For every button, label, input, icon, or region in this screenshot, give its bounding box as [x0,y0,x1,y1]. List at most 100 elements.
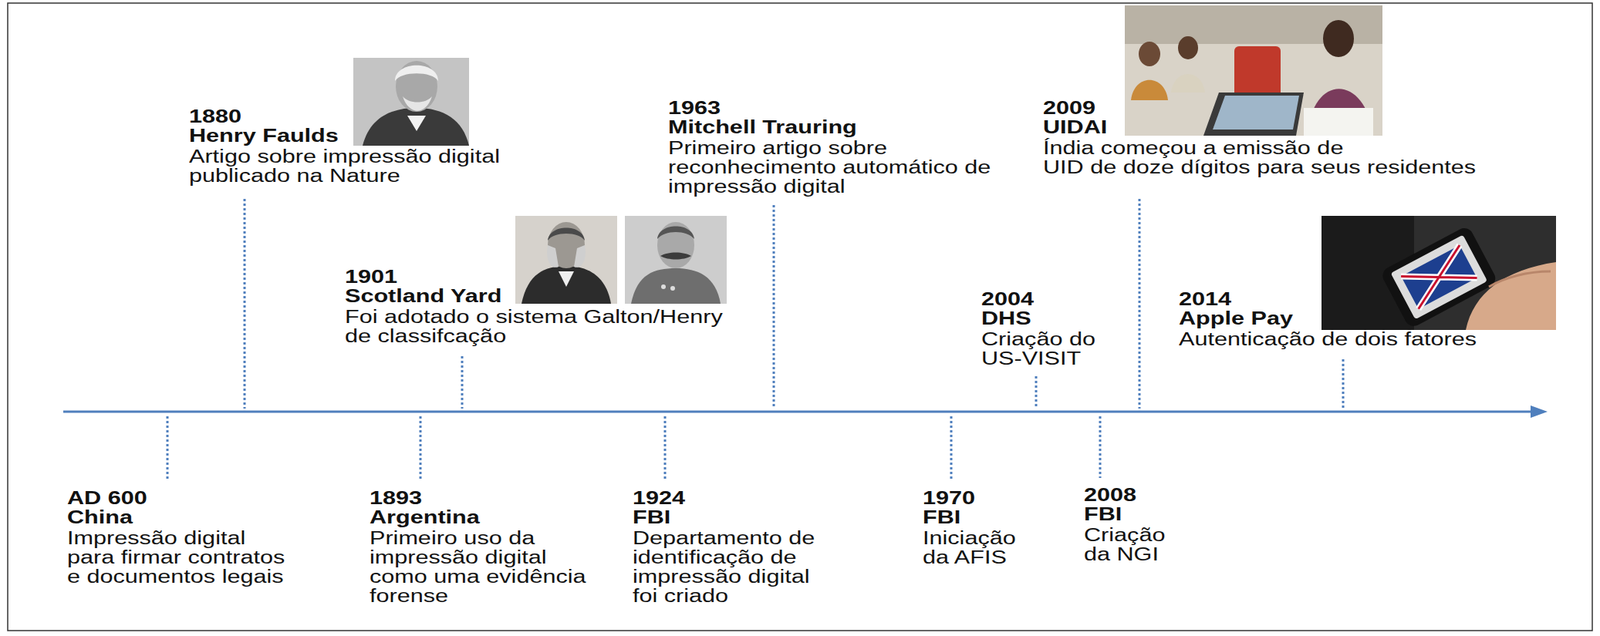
finger [1488,271,1551,287]
event-name: UIDAI [1043,118,1485,138]
timeline-event: AD 600ChinaImpressão digital para firmar… [67,489,291,588]
timeline-event: 2014Apple PayAutenticação de dois fatore… [1178,290,1590,350]
uniform [631,268,721,304]
year-label: 1880 [189,107,513,127]
person-head [1323,20,1354,58]
beard [402,96,433,112]
year-label: 1924 [632,489,828,509]
moustache [660,253,692,260]
event-name: DHS [981,309,1103,329]
event-description: Departamento de identificação de impress… [632,529,828,607]
timeline-event: 1970FBIIniciação da AFIS [922,489,1026,568]
time-axis [63,411,1537,414]
year-label: 1970 [922,489,1026,509]
tick [461,356,464,409]
card-cross [1400,245,1477,310]
photo-ground [353,57,470,146]
year-label: 2004 [981,290,1103,310]
tick [664,416,667,480]
phone-screen [1390,235,1489,321]
tick [166,416,169,480]
wrap-spacer [1360,138,1485,159]
face [657,222,695,269]
coat [521,266,611,304]
year-label: AD 600 [67,489,291,509]
year-label: 1901 [344,267,735,287]
suit [362,108,470,146]
photo-ground [1321,216,1557,331]
event-description: Criação da NGI [1083,526,1187,565]
laptop-screen [1212,95,1300,130]
tick [419,416,422,480]
tick [1099,416,1102,479]
medal [670,286,676,291]
timeline-event: 1924FBIDepartamento de identificação de … [632,489,828,607]
card-cross [1400,245,1477,310]
event-name: China [67,508,291,528]
face [547,222,585,269]
hair [547,228,585,242]
hair [394,65,439,82]
timeline-event: 2004DHSCriação do US-VISIT [981,290,1103,369]
event-description: Primeiro uso da impressão digital como u… [369,529,596,607]
event-name: FBI [1083,505,1187,525]
timeline-event: 1963Mitchell TrauringPrimeiro artigo sob… [668,98,1002,197]
event-description: Artigo sobre impressão digital publicado… [189,147,513,186]
timeline-event: 1901Scotland YardFoi adotado o sistema G… [344,267,735,347]
event-description: Criação do US-VISIT [981,330,1103,369]
collar [407,115,426,132]
event-description: Iniciação da AFIS [922,529,1026,568]
tick [243,199,247,409]
uidai-photo [1124,5,1383,136]
tick [1342,359,1345,409]
event-name: Mitchell Trauring [668,118,1002,138]
year-label: 1893 [369,489,596,509]
tick [1138,199,1141,409]
whiskers [546,245,586,268]
collar [558,271,574,287]
tick [950,416,953,480]
medal [661,284,666,290]
event-name: FBI [632,508,828,528]
tick-lines [167,199,1344,480]
event-description: Índia começou a emissão de UID de doze d… [1043,138,1485,178]
event-description: Foi adotado o sistema Galton/Henry de cl… [344,307,735,347]
photo-ground [515,216,618,304]
faulds-photo [353,57,470,146]
year-label: 2014 [1178,290,1590,310]
photo-ground [624,216,727,304]
year-label: 1963 [668,98,1002,119]
hand [1465,262,1557,331]
hair [657,226,695,240]
person-head [1138,41,1161,67]
henry-photo [624,216,727,304]
photo-ground [1124,5,1383,136]
year-label: 2008 [1083,486,1187,506]
axis-arrowhead [1530,405,1548,419]
event-name: Argentina [369,508,596,528]
person-body [1130,80,1168,101]
timeline-event: 1880Henry FauldsArtigo sobre impressão d… [189,107,513,186]
event-description: Impressão digital para firmar contratos … [67,529,291,588]
person-head [1178,36,1199,60]
papers [1303,108,1374,136]
year-label: 2009 [1043,98,1485,119]
laptop [1203,92,1304,136]
timeline-event: 1893ArgentinaPrimeiro uso da impressão d… [369,489,596,607]
event-name: FBI [922,508,1026,528]
applepay-photo [1321,216,1557,331]
event-name: Apple Pay [1178,309,1590,329]
tick [772,205,776,409]
frame [7,3,1593,632]
face [395,60,438,112]
galton-photo [515,216,618,304]
tick [1035,376,1038,409]
timeline-event: 2008FBICriação da NGI [1083,486,1187,565]
event-description: Autenticação de dois fatores [1178,330,1590,350]
event-name: Scotland Yard [344,286,735,307]
card [1400,245,1477,310]
event-description: Primeiro artigo sobre reconhecimento aut… [668,138,1002,197]
person-body [1171,74,1206,93]
timeline-event: 2009UIDAIÍndia começou a emissão de UID … [1043,98,1485,178]
event-name: Henry Faulds [189,126,513,146]
